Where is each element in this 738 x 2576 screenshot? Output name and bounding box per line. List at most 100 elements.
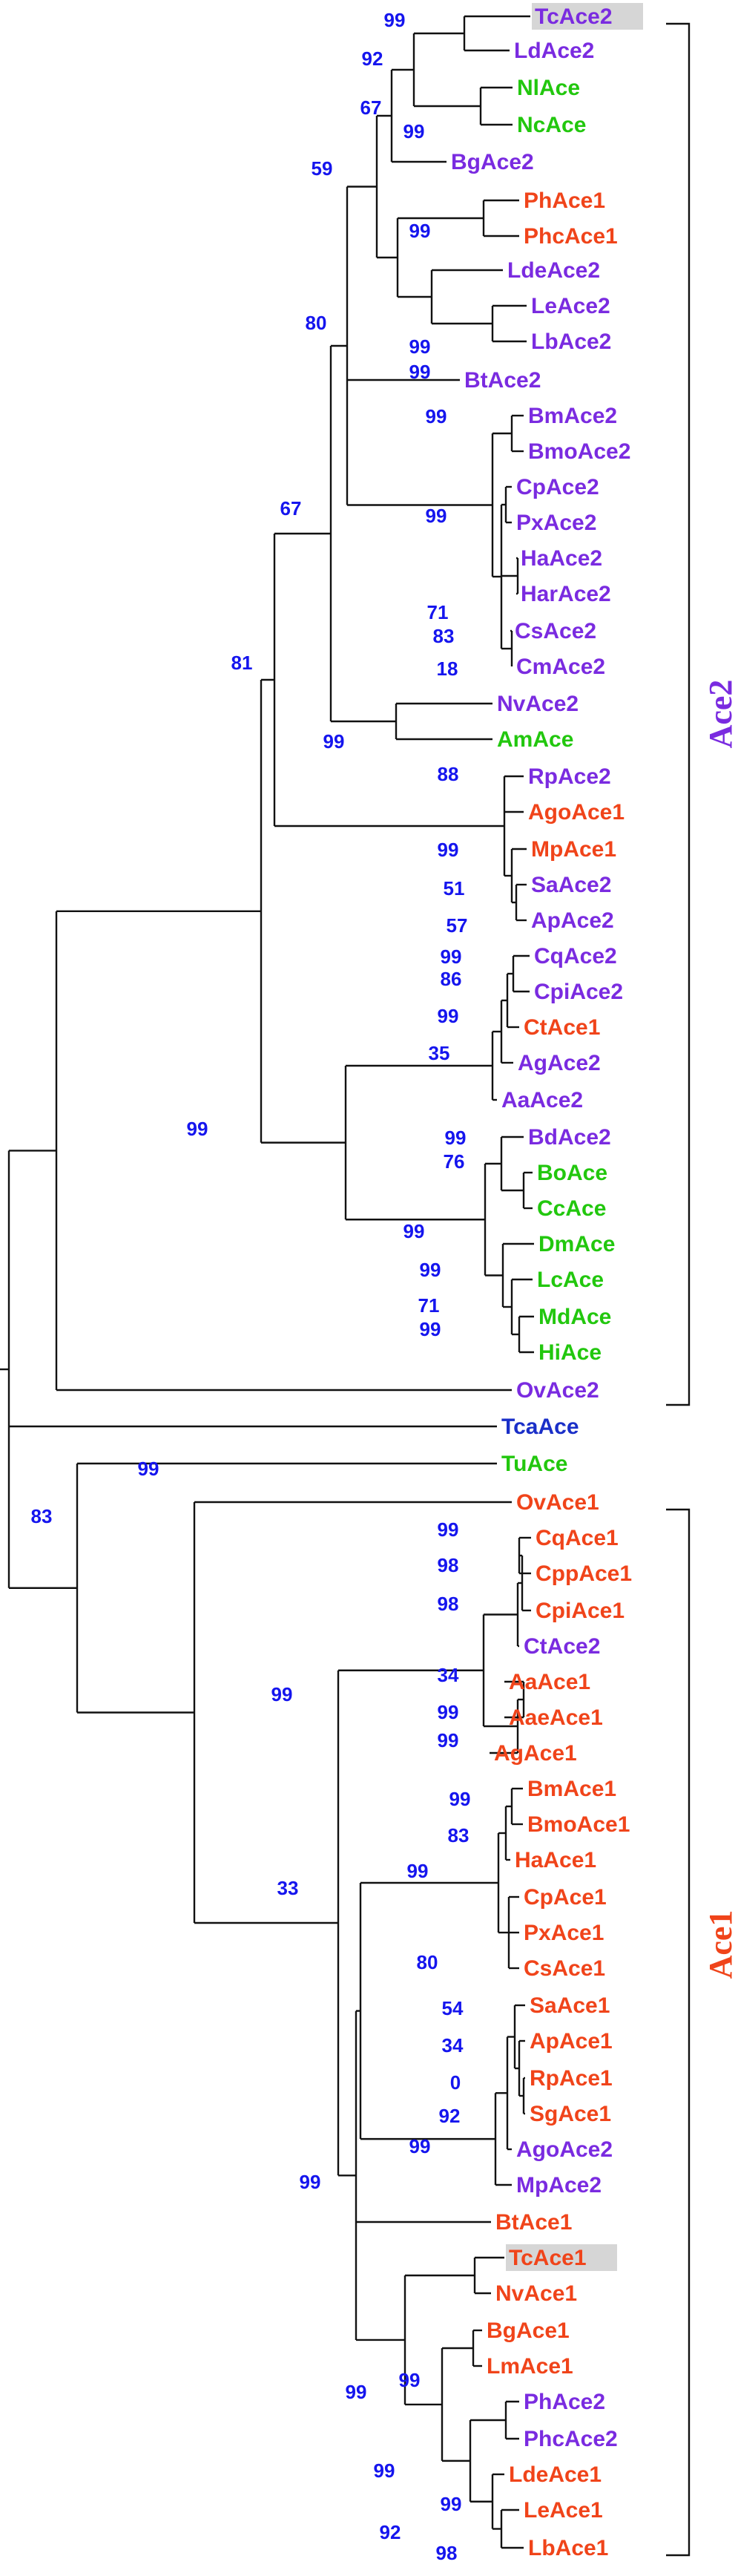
bootstrap-value: 76	[444, 1150, 465, 1173]
bootstrap-value: 99	[438, 1005, 459, 1027]
bootstrap-value: 99	[271, 1683, 293, 1705]
bootstrap-value: 92	[439, 2105, 461, 2127]
bootstrap-value: 0	[450, 2071, 461, 2094]
bootstrap-value: 92	[362, 47, 383, 70]
leaf-label: CsAce1	[524, 1956, 605, 1981]
leaf-label: LeAce2	[531, 294, 610, 318]
leaf-label: TuAce	[501, 1452, 567, 1476]
leaf-label: SaAce2	[531, 873, 611, 897]
bootstrap-layer: 9992679959998099996799997183188199889951…	[31, 9, 471, 2564]
bootstrap-value: 99	[445, 1127, 467, 1149]
leaf-label: CpiAce1	[536, 1599, 625, 1623]
bootstrap-value: 18	[437, 658, 458, 680]
bootstrap-value: 99	[374, 2459, 395, 2482]
bootstrap-value: 98	[438, 1554, 459, 1576]
bootstrap-value: 54	[442, 1997, 464, 2019]
bootstrap-value: 99	[346, 2381, 367, 2403]
bootstrap-value: 67	[360, 96, 382, 119]
leaf-label: SaAce1	[530, 1993, 610, 2018]
leaf-label: PhAce1	[524, 189, 605, 213]
bootstrap-value: 57	[447, 914, 468, 937]
leaf-label: HiAce	[538, 1340, 602, 1365]
bootstrap-value: 99	[409, 220, 431, 242]
bootstrap-value: 34	[438, 1664, 459, 1686]
leaf-label: LdeAce2	[507, 258, 600, 283]
leaf-label: AaAce1	[509, 1670, 590, 1694]
leaf-label: CpiAce2	[534, 980, 623, 1004]
bootstrap-value: 99	[399, 2369, 421, 2391]
leaf-label: CcAce	[537, 1196, 606, 1221]
leaf-label: LeAce1	[524, 2498, 603, 2523]
leaf-label: BdAce2	[528, 1125, 611, 1150]
leaf-highlight	[532, 3, 643, 30]
bootstrap-value: 99	[187, 1118, 208, 1140]
bootstrap-value: 59	[312, 157, 333, 180]
leaf-label: PhAce2	[524, 2390, 605, 2414]
leaf-label: MpAce2	[516, 2173, 602, 2198]
leaf-label: RpAce2	[528, 764, 611, 789]
bootstrap-value: 98	[436, 2542, 458, 2564]
bootstrap-value: 98	[438, 1593, 459, 1615]
leaf-label: NlAce	[517, 76, 580, 100]
bootstrap-value: 67	[280, 497, 302, 520]
bootstrap-value: 99	[426, 505, 447, 527]
leaf-label: TcAce1	[509, 2246, 587, 2270]
leaf-label: PhcAce1	[524, 224, 618, 249]
leaf-label: BgAce2	[451, 150, 534, 174]
leaf-label: CsAce2	[515, 619, 596, 643]
bootstrap-value: 99	[438, 839, 459, 861]
bootstrap-value: 99	[138, 1458, 159, 1480]
bootstrap-value: 83	[448, 1824, 470, 1846]
leaf-label: HaAce2	[521, 546, 602, 571]
leaf-label: ApAce2	[531, 908, 614, 933]
bootstrap-value: 99	[426, 405, 447, 427]
leaf-label: TcAce2	[535, 4, 613, 29]
leaf-label: AgoAce1	[528, 800, 625, 825]
leaf-label: CqAce1	[536, 1526, 619, 1550]
leaf-label: CmAce2	[516, 655, 605, 679]
leaf-label: CpAce2	[516, 475, 599, 499]
bootstrap-value: 99	[409, 2135, 431, 2157]
bootstrap-value: 99	[438, 1701, 459, 1723]
bootstrap-value: 99	[384, 9, 406, 31]
leaf-highlight	[506, 2244, 617, 2271]
leaf-label: BgAce1	[487, 2318, 570, 2343]
leaf-label: LbAce1	[528, 2536, 608, 2560]
leaf-label: SgAce1	[530, 2102, 611, 2126]
leaf-label: BtAce1	[495, 2210, 572, 2235]
leaf-label: NcAce	[517, 113, 586, 137]
leaf-label: LdeAce1	[509, 2462, 602, 2487]
bootstrap-value: 99	[409, 335, 431, 358]
leaf-label: AmAce	[497, 727, 573, 752]
leaf-label: CppAce1	[536, 1561, 632, 1586]
bootstrap-value: 99	[441, 945, 462, 968]
bootstrap-value: 99	[409, 361, 431, 383]
leaf-label: PxAce2	[516, 511, 596, 535]
leaf-label: HarAce2	[521, 582, 611, 606]
leaf-label: LcAce	[537, 1268, 604, 1292]
highlight-layer	[506, 3, 643, 2271]
bootstrap-value: 99	[420, 1318, 441, 1340]
leaf-label: CtAce2	[524, 1634, 600, 1659]
bootstrap-value: 99	[407, 1860, 429, 1882]
ace2-clade-bracket: Ace2	[666, 22, 738, 1406]
bootstrap-value: 99	[438, 1518, 459, 1541]
bootstrap-value: 99	[438, 1729, 459, 1751]
leaf-label-layer: TcAce2LdAce2NlAceNcAceBgAce2PhAce1PhcAce…	[451, 4, 632, 2560]
bootstrap-value: 80	[417, 1951, 438, 1973]
leaf-label: AgoAce2	[516, 2137, 613, 2162]
leaf-label: AaAce2	[501, 1088, 583, 1112]
leaf-label: PxAce1	[524, 1921, 604, 1945]
leaf-label: BmoAce1	[527, 1812, 630, 1837]
bootstrap-value: 86	[441, 968, 462, 990]
leaf-label: OvAce2	[516, 1378, 599, 1403]
leaf-label: AgAce2	[518, 1051, 601, 1075]
leaf-label: CtAce1	[524, 1015, 600, 1040]
branch-layer	[0, 15, 534, 2549]
bootstrap-value: 83	[31, 1505, 53, 1527]
leaf-label: RpAce1	[530, 2066, 613, 2091]
bootstrap-value: 99	[449, 1788, 471, 1810]
bootstrap-value: 99	[420, 1259, 441, 1281]
leaf-label: AgAce1	[494, 1741, 577, 1766]
